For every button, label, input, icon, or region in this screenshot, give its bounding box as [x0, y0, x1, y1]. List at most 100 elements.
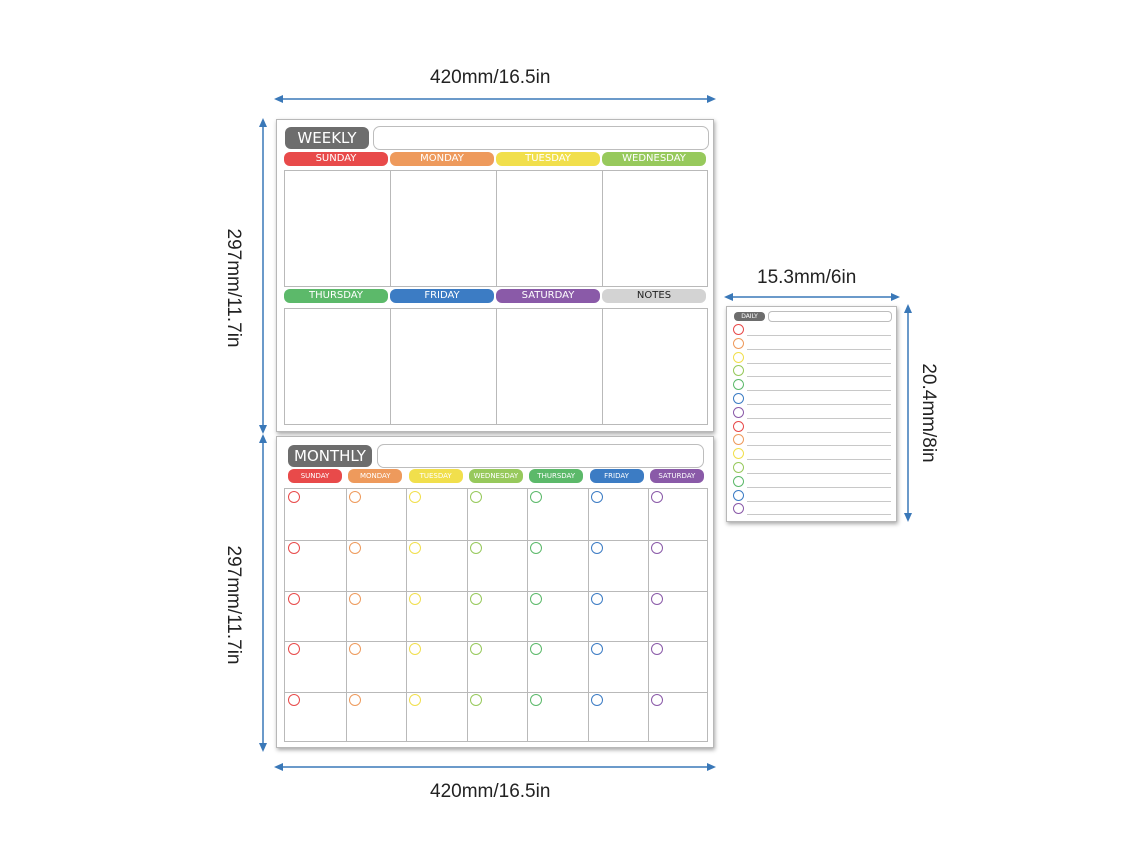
- monthly-date-circle: [349, 542, 361, 554]
- daily-task-line: [747, 417, 891, 419]
- daily-task-circle: [733, 462, 744, 473]
- monthly-date-circle: [591, 593, 603, 605]
- monthly-date-circle: [288, 694, 300, 706]
- monthly-date-circle: [409, 491, 421, 503]
- monthly-day-tuesday: TUESDAY: [408, 469, 463, 483]
- top-width-arrow: [274, 95, 716, 103]
- weekly-day-saturday: SATURDAY: [496, 289, 600, 303]
- monthly-date-circle: [470, 491, 482, 503]
- bottom-width-arrow: [274, 763, 716, 771]
- weekly-grid-bottom: [284, 308, 708, 425]
- monthly-date-circle: [288, 643, 300, 655]
- monthly-date-circle: [591, 694, 603, 706]
- monthly-date-circle: [288, 593, 300, 605]
- daily-task-circle: [733, 406, 744, 418]
- weekly-grid-top: [284, 170, 708, 287]
- daily-board: DAILY: [726, 306, 897, 522]
- weekly-day-notes: NOTES: [602, 289, 706, 303]
- monthly-date-circle: [591, 491, 603, 503]
- daily-task-line: [747, 335, 891, 336]
- monthly-date-circle: [651, 593, 663, 605]
- weekly-height-label: 297mm/11.7in: [223, 228, 244, 348]
- monthly-date-circle: [288, 542, 300, 554]
- monthly-date-circle: [470, 593, 482, 605]
- monthly-date-circle: [651, 694, 663, 706]
- monthly-date-circle: [651, 491, 663, 503]
- monthly-day-sunday: SUNDAY: [288, 469, 342, 483]
- daily-task-circle: [733, 351, 744, 363]
- monthly-date-circle: [530, 542, 542, 554]
- monthly-date-circle: [530, 491, 542, 503]
- daily-task-circle: [733, 489, 744, 501]
- monthly-date-circle: [349, 643, 361, 655]
- weekly-day-wednesday: WEDNESDAY: [602, 152, 706, 166]
- monthly-date-circle: [651, 542, 663, 554]
- monthly-title-field[interactable]: [377, 444, 704, 468]
- daily-task-line: [747, 459, 891, 461]
- weekly-height-arrow: [259, 118, 267, 434]
- daily-task-line: [747, 514, 891, 516]
- weekly-day-friday: FRIDAY: [390, 289, 494, 303]
- top-width-label: 420mm/16.5in: [430, 67, 551, 88]
- monthly-date-circle: [409, 694, 421, 706]
- daily-task-line: [747, 390, 891, 392]
- monthly-date-circle: [409, 643, 421, 655]
- weekly-day-sunday: SUNDAY: [284, 152, 388, 166]
- daily-task-line: [747, 404, 891, 405]
- weekly-day-monday: MONDAY: [390, 152, 494, 166]
- monthly-date-circle: [470, 694, 482, 706]
- daily-width-arrow: [724, 293, 900, 301]
- monthly-date-circle: [409, 593, 421, 605]
- daily-task-circle: [733, 324, 744, 335]
- monthly-grid: [284, 488, 708, 742]
- daily-task-circle: [733, 420, 744, 432]
- monthly-date-circle: [530, 694, 542, 706]
- daily-task-line: [747, 473, 891, 474]
- weekly-day-thursday: THURSDAY: [284, 289, 388, 303]
- weekly-title-field[interactable]: [373, 126, 709, 150]
- daily-task-circle: [733, 379, 744, 391]
- daily-task-line: [747, 500, 891, 502]
- monthly-date-circle: [530, 593, 542, 605]
- weekly-day-tuesday: TUESDAY: [496, 152, 600, 166]
- daily-task-line: [747, 348, 891, 350]
- monthly-date-circle: [591, 643, 603, 655]
- monthly-date-circle: [651, 643, 663, 655]
- monthly-date-circle: [349, 491, 361, 503]
- daily-height-arrow: [904, 304, 912, 522]
- monthly-date-circle: [591, 542, 603, 554]
- daily-width-label: 15.3mm/6in: [757, 267, 857, 288]
- daily-task-circle: [733, 448, 744, 460]
- daily-task-line: [747, 431, 891, 433]
- daily-task-circle: [733, 475, 744, 487]
- monthly-date-circle: [530, 643, 542, 655]
- bottom-width-label: 420mm/16.5in: [430, 781, 551, 802]
- monthly-height-arrow: [259, 434, 267, 752]
- monthly-day-wednesday: WEDNESDAY: [468, 469, 523, 483]
- monthly-height-label: 297mm/11.7in: [223, 545, 244, 665]
- daily-title-field[interactable]: [768, 311, 892, 322]
- daily-task-line: [747, 486, 891, 488]
- daily-task-circle: [733, 393, 744, 404]
- monthly-date-circle: [470, 542, 482, 554]
- monthly-date-circle: [470, 643, 482, 655]
- monthly-day-saturday: SATURDAY: [649, 469, 704, 483]
- monthly-title: MONTHLY: [288, 445, 372, 467]
- daily-task-circle: [733, 503, 744, 515]
- daily-task-circle: [733, 434, 744, 446]
- monthly-date-circle: [288, 491, 300, 503]
- monthly-date-circle: [349, 694, 361, 706]
- monthly-date-circle: [409, 542, 421, 554]
- daily-task-line: [747, 362, 891, 364]
- monthly-day-thursday: THURSDAY: [529, 469, 584, 483]
- daily-height-label: 20.4mm/8in: [918, 363, 939, 463]
- monthly-day-friday: FRIDAY: [589, 469, 644, 483]
- daily-task-line: [747, 445, 891, 447]
- daily-task-circle: [733, 337, 744, 349]
- monthly-date-circle: [349, 593, 361, 605]
- daily-task-line: [747, 376, 891, 378]
- daily-title: DAILY: [734, 312, 765, 321]
- daily-task-circle: [733, 365, 744, 377]
